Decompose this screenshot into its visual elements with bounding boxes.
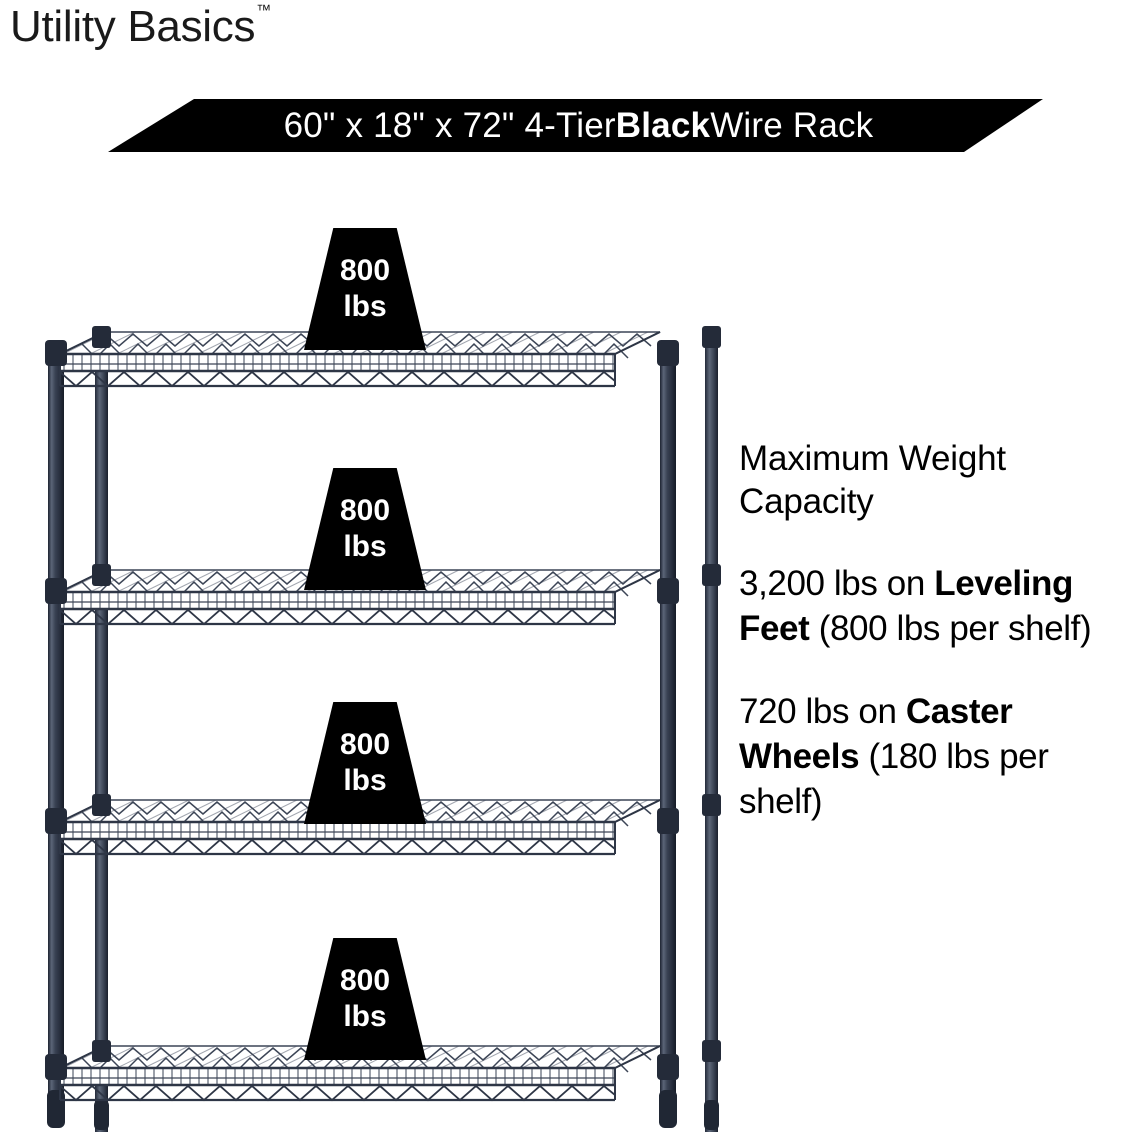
caster-emphasis: Caster Wheels: [739, 692, 1013, 776]
weight-badge-tier-4: 800 lbs: [304, 938, 426, 1060]
badge-trapezoid-shape: [304, 702, 426, 824]
capacity-leveling-feet: 3,200 lbs on Leveling Feet (800 lbs per …: [739, 561, 1133, 651]
front-posts: [48, 348, 676, 1118]
weight-capacity-info: Maximum Weight Capacity 3,200 lbs on Lev…: [739, 437, 1133, 862]
rear-posts: [95, 332, 718, 1132]
wire-rack-illustration: [45, 326, 721, 1132]
leveling-suffix: (800 lbs per shelf): [809, 609, 1092, 648]
caster-suffix: (180 lbs per shelf): [739, 737, 1049, 821]
title-emphasis: Black: [615, 105, 711, 145]
capacity-caster-wheels: 720 lbs on Caster Wheels (180 lbs per sh…: [739, 689, 1133, 824]
caster-prefix: 720 lbs on: [739, 692, 906, 731]
badge-trapezoid-shape: [304, 938, 426, 1060]
leveling-feet: [47, 1090, 719, 1130]
title-banner-text: 60" x 18" x 72" 4-Tier Black Wire Rack: [108, 99, 1043, 152]
leveling-emphasis: Leveling Feet: [739, 564, 1074, 648]
brand-name: Utility Basics: [10, 2, 256, 51]
capacity-heading: Maximum Weight Capacity: [739, 439, 1006, 521]
trademark-symbol: ™: [256, 2, 272, 20]
leveling-prefix: 3,200 lbs on: [739, 564, 935, 603]
badge-trapezoid-shape: [304, 228, 426, 350]
weight-badge-tier-3: 800 lbs: [304, 702, 426, 824]
title-suffix: Wire Rack: [710, 105, 874, 145]
weight-badge-tier-1: 800 lbs: [304, 228, 426, 350]
weight-badge-tier-2: 800 lbs: [304, 468, 426, 590]
title-prefix: 60" x 18" x 72" 4-Tier: [283, 105, 616, 145]
badge-trapezoid-shape: [304, 468, 426, 590]
brand-logo: Utility Basics™: [10, 2, 272, 52]
post-collars: [45, 326, 721, 1080]
title-banner: 60" x 18" x 72" 4-Tier Black Wire Rack: [108, 99, 1043, 152]
